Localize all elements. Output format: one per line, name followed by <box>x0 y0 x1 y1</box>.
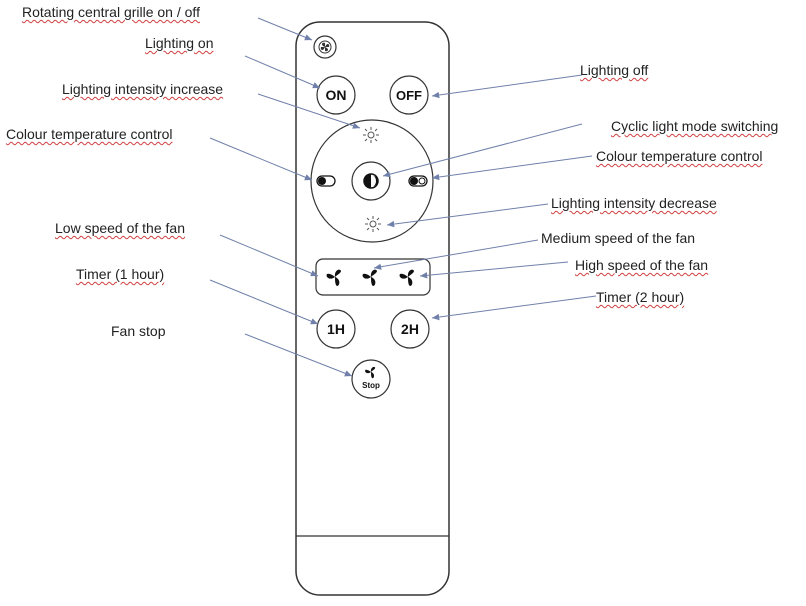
fan-icon <box>362 269 377 286</box>
sun-icon <box>363 127 379 143</box>
arrow-colour-temp-right <box>431 155 593 181</box>
half-circle-icon <box>363 173 379 189</box>
arrow-intensity-increase <box>257 93 361 129</box>
toggle-icon <box>316 175 336 187</box>
fan-grille-icon <box>318 40 332 54</box>
on-button[interactable]: ON <box>316 75 356 115</box>
arrow-lighting-off <box>431 74 583 99</box>
timer-1h-button[interactable]: 1H <box>316 309 356 349</box>
label-high-speed: High speed of the fan <box>575 257 708 273</box>
label-colour-temp-right: Colour temperature control <box>596 148 763 164</box>
label-fan-stop: Fan stop <box>111 323 165 339</box>
colour-temp-right-button[interactable] <box>408 175 428 187</box>
label-cyclic-mode: Cyclic light mode switching <box>611 118 778 134</box>
timer-2h-label: 2H <box>401 321 419 337</box>
colour-temp-left-button[interactable] <box>316 175 336 187</box>
fan-icon <box>365 366 376 379</box>
label-intensity-increase-text: Lighting intensity increase <box>62 81 224 97</box>
label-intensity-decrease-text: Lighting intensity decrease <box>551 195 717 211</box>
label-lighting-off: Lighting off <box>580 62 648 78</box>
label-rotating-grille-text: Rotating central grille on / off <box>22 4 200 20</box>
timer-2h-button[interactable]: 2H <box>390 309 430 349</box>
fan-stop-button[interactable]: Stop <box>351 359 391 399</box>
callout-arrows <box>209 17 597 377</box>
label-fan-stop-text: Fan stop <box>111 323 166 339</box>
off-button-label: OFF <box>396 88 422 103</box>
label-lighting-on-text: Lighting on <box>145 35 214 51</box>
label-rotating-grille: Rotating central grille on / off <box>22 4 200 20</box>
arrow-medium-speed <box>373 239 539 270</box>
arrow-low-speed <box>219 234 319 277</box>
fan-icon <box>326 269 341 286</box>
label-medium-speed-text: Medium speed of the fan <box>541 230 696 246</box>
label-intensity-decrease: Lighting intensity decrease <box>551 195 717 211</box>
label-timer-1h-text: Timer (1 hour) <box>76 266 165 282</box>
fan-low-button[interactable] <box>326 269 341 286</box>
fan-speed-bar <box>315 258 431 296</box>
stop-button-label: Stop <box>362 381 380 390</box>
on-button-label: ON <box>326 87 347 103</box>
arrow-timer-2h <box>431 295 597 321</box>
arrow-intensity-decrease <box>386 203 549 228</box>
label-colour-temp-right-text: Colour temperature control <box>596 148 763 164</box>
toggle-icon <box>408 175 428 187</box>
label-colour-temp-left-text: Colour temperature control <box>6 126 173 142</box>
label-timer-2h: Timer (2 hour) <box>596 289 684 305</box>
label-lighting-on: Lighting on <box>145 35 214 51</box>
label-low-speed-text: Low speed of the fan <box>55 220 185 236</box>
label-intensity-increase: Lighting intensity increase <box>62 81 223 97</box>
label-high-speed-text: High speed of the fan <box>575 257 709 273</box>
arrow-cyclic-mode <box>382 123 583 178</box>
timer-1h-label: 1H <box>327 321 345 337</box>
cyclic-mode-button[interactable] <box>351 161 391 201</box>
fan-medium-button[interactable] <box>362 269 377 286</box>
arrow-high-speed <box>419 261 569 279</box>
brightness-up-button[interactable] <box>363 127 379 143</box>
arrow-lighting-on <box>244 55 321 89</box>
label-lighting-off-text: Lighting off <box>580 62 649 78</box>
label-medium-speed: Medium speed of the fan <box>541 230 695 246</box>
off-button[interactable]: OFF <box>389 75 429 115</box>
arrow-colour-temp-left <box>209 137 313 181</box>
label-cyclic-mode-text: Cyclic light mode switching <box>611 118 779 134</box>
fan-high-button[interactable] <box>399 269 414 286</box>
label-low-speed: Low speed of the fan <box>55 220 185 236</box>
arrow-fan-stop <box>244 333 353 377</box>
fan-icon <box>399 269 414 286</box>
arrow-timer-1h <box>209 279 319 325</box>
label-timer-2h-text: Timer (2 hour) <box>596 289 685 305</box>
remote-body <box>295 21 450 596</box>
brightness-down-button[interactable] <box>365 216 381 232</box>
grille-button[interactable] <box>313 35 337 59</box>
arrow-grille <box>257 17 313 41</box>
label-timer-1h: Timer (1 hour) <box>76 266 164 282</box>
sun-icon <box>365 216 381 232</box>
label-colour-temp-left: Colour temperature control <box>6 126 173 142</box>
